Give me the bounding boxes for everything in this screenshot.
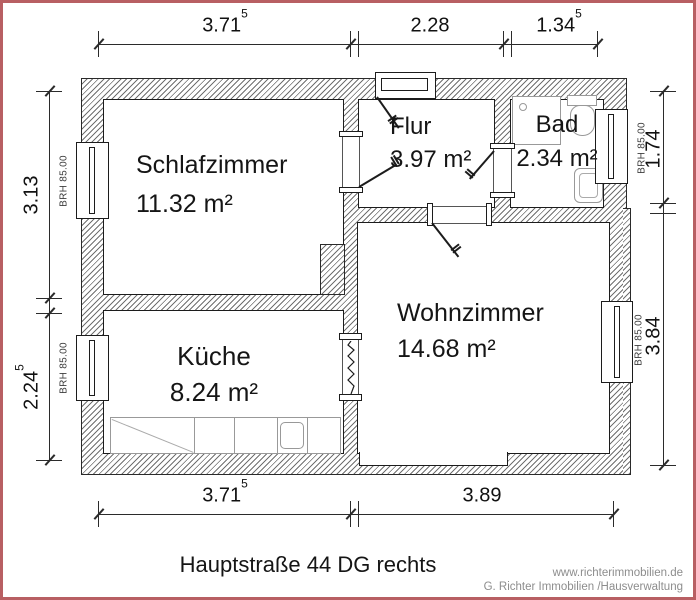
window-kueche xyxy=(76,335,109,401)
window-glazing xyxy=(89,147,95,214)
folding-door-zigzag xyxy=(347,341,355,394)
window-schlafzimmer xyxy=(76,142,109,219)
label-wohnzimmer: Wohnzimmer 14.68 m² xyxy=(397,301,544,362)
room-area: 2.34 m² xyxy=(516,145,598,172)
room-area: 14.68 m² xyxy=(397,335,496,363)
door-opening-wohnzimmer xyxy=(431,206,488,224)
door-jamb xyxy=(490,192,515,198)
dim-tick xyxy=(650,213,676,214)
window-glazing xyxy=(89,340,95,396)
door-jamb xyxy=(339,333,362,340)
shower xyxy=(512,96,561,145)
bath-sink-basin xyxy=(579,173,598,198)
door-jamb xyxy=(339,394,362,401)
sill-height-label-kueche: BRH 85.00 xyxy=(58,342,70,394)
label-flur: Flur 3.97 m² xyxy=(390,115,471,172)
room-name: Bad xyxy=(535,111,579,138)
footer-url: www.richterimmobilien.de xyxy=(552,567,683,579)
dim-line-bottom xyxy=(98,514,614,515)
dim-tick xyxy=(511,31,512,57)
door-jamb xyxy=(339,187,363,193)
label-bad: Bad 2.34 m² xyxy=(509,113,605,171)
bath-sink xyxy=(574,168,603,203)
room-name: Küche xyxy=(177,341,251,371)
counter-divider xyxy=(234,418,235,453)
kitchen-counter xyxy=(110,417,341,454)
dim-line-left xyxy=(49,91,50,460)
sill-height-label-bad: BRH 85.00 xyxy=(636,122,648,174)
sill-height-label-wohnzimmer: BRH 85.00 xyxy=(633,314,645,366)
dim-bottom-2: 3.89 xyxy=(462,484,502,507)
dim-tick xyxy=(358,501,359,527)
door-jamb xyxy=(486,203,492,226)
counter-divider xyxy=(277,418,278,453)
dim-top-1: 3.715 xyxy=(202,6,248,37)
label-kueche: Küche 8.24 m² xyxy=(143,343,285,405)
dim-left-2: 2.245 xyxy=(12,364,43,410)
kitchen-sink xyxy=(280,422,304,449)
toilet-bowl xyxy=(570,105,595,136)
counter-divider xyxy=(307,418,308,453)
window-bad xyxy=(595,109,628,184)
door-opening-bad xyxy=(493,148,512,194)
footer-credit: www.richterimmobilien.de G. Richter Immo… xyxy=(484,566,683,594)
dim-tick xyxy=(358,31,359,57)
sill-height-label-schlafzimmer: BRH 85.00 xyxy=(58,155,70,207)
dim-line-right xyxy=(663,91,664,465)
entrance-door-frame xyxy=(375,72,436,99)
room-area: 3.97 m² xyxy=(390,146,472,173)
shower-drain xyxy=(519,103,527,111)
chimney-pillar xyxy=(320,244,345,295)
room-name: Schlafzimmer xyxy=(136,151,288,179)
counter-divider xyxy=(194,418,195,453)
room-schlafzimmer-floor xyxy=(103,99,344,295)
door-jamb xyxy=(427,203,433,226)
entrance-door-panel xyxy=(381,78,428,91)
dim-top-3: 1.345 xyxy=(536,6,582,37)
room-area: 8.24 m² xyxy=(169,377,259,407)
door-opening-schlafzimmer xyxy=(342,136,360,188)
dim-left-1: 3.13 xyxy=(20,175,43,215)
room-name: Flur xyxy=(390,113,432,140)
dim-right-2: 3.84 xyxy=(642,316,665,356)
room-name: Wohnzimmer xyxy=(397,299,544,327)
plan-title: Hauptstraße 44 DG rechts xyxy=(179,552,437,577)
dim-bottom-1: 3.715 xyxy=(202,476,248,507)
footer-company: G. Richter Immobilien /Hausverwaltung xyxy=(483,581,683,593)
dim-top-2: 2.28 xyxy=(410,14,450,37)
window-glazing xyxy=(608,114,614,179)
door-jamb xyxy=(339,131,363,137)
counter-diagonal-line xyxy=(111,419,194,453)
label-schlafzimmer: Schlafzimmer 11.32 m² xyxy=(136,153,287,217)
window-wohnzimmer xyxy=(601,301,633,383)
window-glazing xyxy=(614,306,620,378)
room-wohnzimmer-floor-extension xyxy=(359,452,508,466)
room-area: 11.32 m² xyxy=(136,190,233,218)
door-jamb xyxy=(490,143,515,149)
